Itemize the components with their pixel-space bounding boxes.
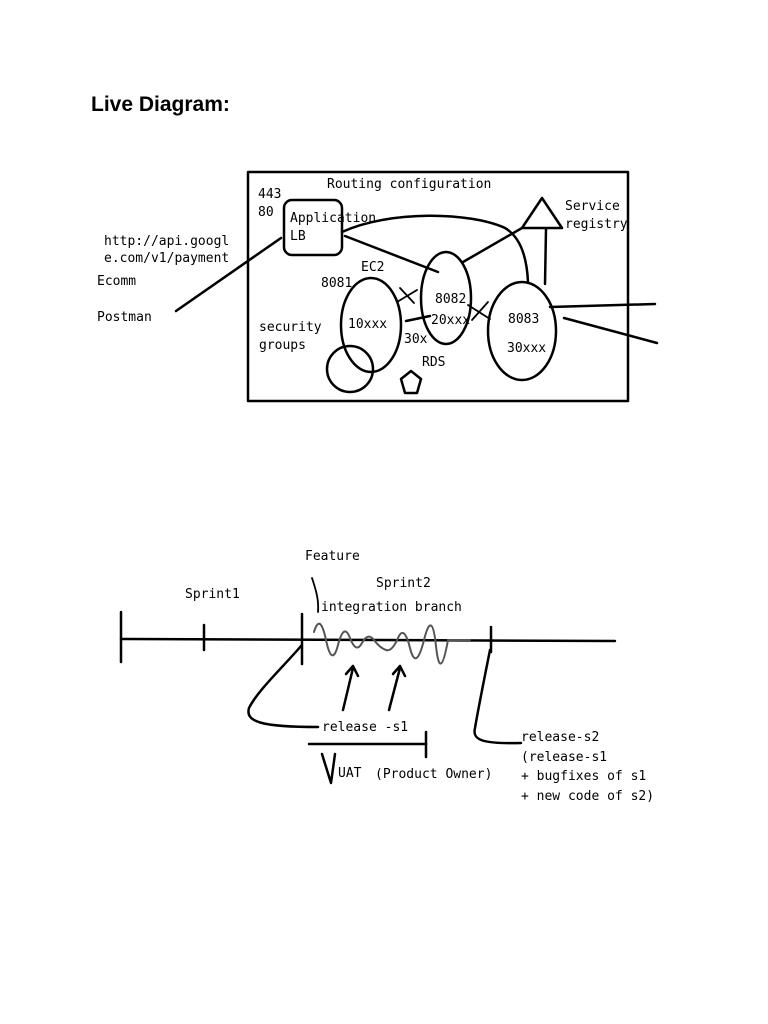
routing-box-title: Routing configuration (327, 177, 491, 192)
port-80-label: 80 (258, 205, 274, 220)
sprint1-label: Sprint1 (185, 587, 240, 602)
node-8083-port: 8083 (508, 312, 539, 327)
release-s1-arrowhead-1 (344, 664, 360, 678)
client-postman-label: Postman (97, 310, 152, 325)
feature-label: Feature (305, 549, 360, 564)
sprint-timeline: Feature Sprint1 Sprint2 integration bran… (119, 549, 654, 804)
node-8081-ellipse (339, 276, 403, 374)
8083-out-line-2 (562, 316, 659, 345)
url-line-2: e.com/v1/payment (104, 251, 229, 266)
rds-label: RDS (422, 355, 445, 370)
sprint2-label: Sprint2 (376, 576, 431, 591)
client-ecomm-label: Ecomm (97, 274, 136, 289)
lb-label-line2: LB (290, 229, 306, 244)
uat-check-mark (320, 752, 337, 785)
release-s1-branch-curve (247, 644, 320, 729)
architecture-diagram: Routing configuration 443 80 http://api.… (97, 170, 659, 403)
uat-label: UAT (338, 766, 362, 781)
integration-branch-squiggle (313, 622, 471, 665)
ec2-label: EC2 (361, 260, 384, 275)
release-s2-line2: (release-s1 (521, 750, 607, 765)
node-8081-range: 10xxx (348, 317, 387, 332)
release-s2-branch-curve (473, 648, 523, 745)
page-title: Live Diagram: (91, 93, 230, 116)
release-s1-arrow-1 (341, 666, 355, 712)
blocked-arrow-8081-8082 (396, 287, 418, 304)
routing-box (246, 170, 630, 403)
node-8083-ellipse (486, 280, 558, 382)
blocked-arrow-8082-8083 (467, 301, 491, 321)
url-line-1: http://api.googl (104, 234, 229, 249)
node-8082-port: 8082 (435, 292, 466, 307)
node-8083-range: 30xxx (507, 341, 546, 356)
8083-out-line-1 (548, 302, 657, 309)
release-s1-label: release -s1 (322, 720, 408, 735)
8082-to-registry-line (461, 226, 524, 264)
node-8081-port: 8081 (321, 276, 352, 291)
lb-label-line1: Application (290, 211, 376, 226)
client-to-lb-line (174, 236, 283, 313)
timeline-axis (119, 637, 617, 643)
release-s2-line3: + bugfixes of s1 (521, 769, 646, 784)
release-s1-arrow-2 (387, 666, 402, 712)
release-s1-arrowhead-2 (391, 664, 407, 678)
lb-to-8083-curve (340, 214, 530, 284)
rds-pentagon (399, 369, 423, 395)
lb-to-8082-line (343, 234, 440, 274)
security-group-circle (325, 344, 375, 394)
release-s2-line1: release-s2 (521, 730, 599, 745)
service-registry-line2: registry (565, 217, 628, 232)
arrow-8082-to-8081 (404, 314, 432, 323)
port-443-label: 443 (258, 187, 281, 202)
misc-30x-label: 30x (404, 332, 428, 347)
service-registry-triangle (520, 196, 564, 230)
security-groups-line1: security (259, 320, 322, 335)
feature-branch-start (311, 577, 320, 613)
product-owner-label: (Product Owner) (375, 767, 492, 782)
service-registry-line1: Service (565, 199, 620, 214)
integration-branch-label: integration branch (321, 600, 462, 615)
security-groups-line2: groups (259, 338, 306, 353)
8083-to-registry-line (543, 227, 548, 286)
release-s2-line4: + new code of s2) (521, 789, 654, 804)
node-8082-range: 20xxx (431, 313, 470, 328)
application-lb-box (282, 198, 344, 257)
node-8082-ellipse (419, 250, 473, 346)
